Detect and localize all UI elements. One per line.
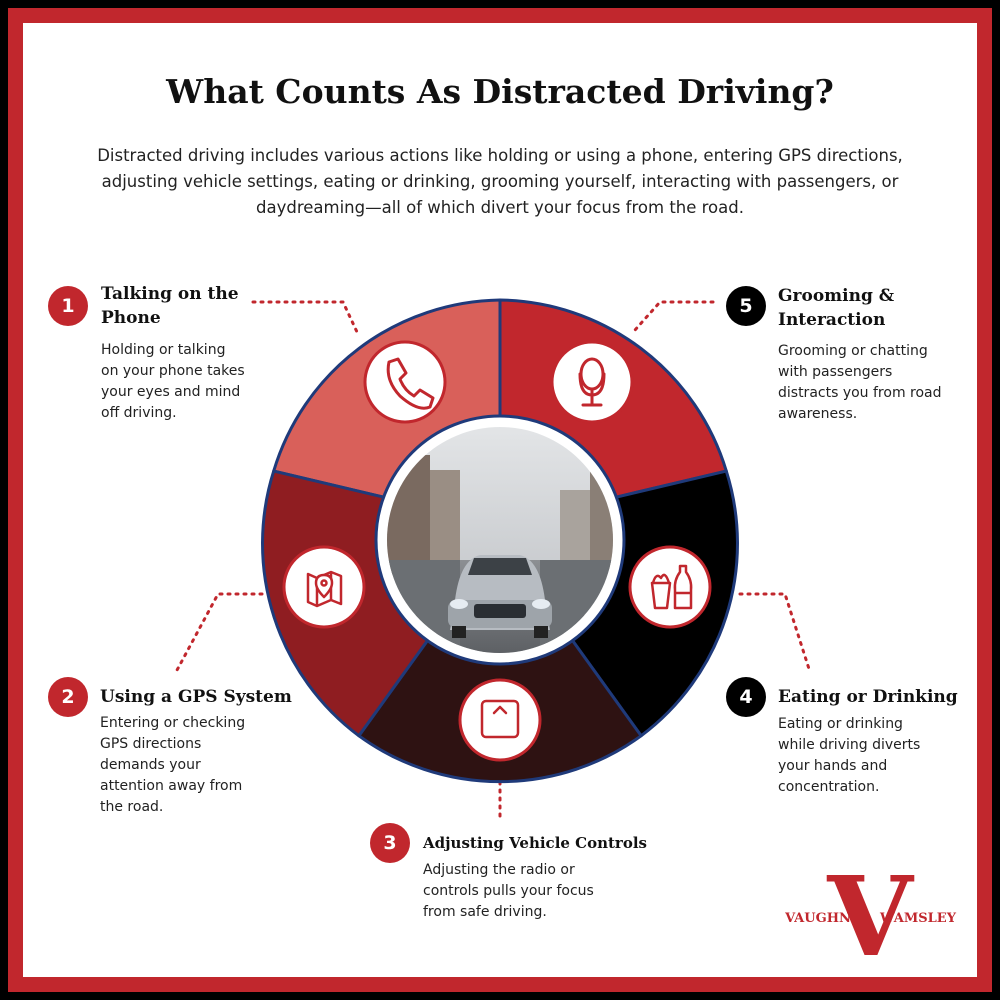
icon-phone-badge	[363, 340, 447, 424]
item-3-title-line: Adjusting Vehicle Controls	[423, 834, 647, 852]
item-4-desc-line: Eating or drinking	[778, 716, 903, 732]
item-3-desc: Adjusting the radio or controls pulls yo…	[423, 860, 643, 923]
mirror-icon	[578, 357, 606, 407]
item-3-number: 3	[370, 823, 410, 863]
map-pin-icon	[306, 570, 343, 608]
item-5-title-line: Grooming &	[778, 286, 895, 306]
item-5-title: Grooming & Interaction	[778, 284, 958, 332]
item-4-desc-line: concentration.	[778, 779, 880, 795]
item-2-desc-line: GPS directions	[100, 736, 202, 752]
item-3-desc-line: from safe driving.	[423, 904, 547, 920]
vaughn-wamsley-logo: V VAUGHN WAMSLEY	[784, 852, 957, 981]
item-4-number: 4	[726, 677, 766, 717]
item-5-desc-line: distracts you from road	[778, 385, 942, 401]
item-3-desc-line: Adjusting the radio or	[423, 862, 575, 878]
item-4-desc-line: while driving diverts	[778, 737, 921, 753]
item-1-desc-line: your eyes and mind	[101, 384, 241, 400]
item-1-desc-line: on your phone takes	[101, 363, 245, 379]
item-2-desc-line: demands your	[100, 757, 201, 773]
food-drink-icon	[650, 564, 693, 610]
connector-gps	[174, 592, 264, 674]
item-2-desc-line: Entering or checking	[100, 715, 246, 731]
icon-mirror-badge	[550, 340, 634, 424]
icon-map-badge	[282, 545, 366, 629]
item-5-number: 5	[726, 286, 766, 326]
item-5-title-line: Interaction	[778, 310, 886, 330]
connector-eating	[738, 592, 812, 674]
item-1-desc-line: Holding or talking	[101, 342, 226, 358]
item-2-title: Using a GPS System	[100, 685, 300, 709]
item-1-desc-line: off driving.	[101, 405, 177, 421]
logo-right-word: WAMSLEY	[879, 911, 957, 926]
item-5-desc: Grooming or chatting with passengers dis…	[778, 341, 963, 425]
car-icon	[448, 555, 552, 638]
intro-paragraph: Distracted driving includes various acti…	[97, 146, 903, 217]
control-panel-icon	[480, 699, 520, 739]
phone-icon	[386, 357, 435, 410]
item-5-desc-line: with passengers	[778, 364, 893, 380]
item-1-desc: Holding or talking on your phone takes y…	[101, 340, 271, 424]
car-photo	[374, 414, 626, 666]
connector-grooming	[633, 300, 715, 332]
connector-phone	[251, 300, 359, 334]
item-5-desc-line: Grooming or chatting	[778, 343, 928, 359]
icon-controls-badge	[458, 678, 542, 762]
logo-left-word: VAUGHN	[784, 911, 851, 926]
item-2-title-line: Using a GPS System	[100, 687, 292, 707]
item-2-desc-line: the road.	[100, 799, 164, 815]
item-2-desc: Entering or checking GPS directions dema…	[100, 713, 280, 818]
item-5-desc-line: awareness.	[778, 406, 858, 422]
item-3-desc-line: controls pulls your focus	[423, 883, 594, 899]
item-4-desc: Eating or drinking while driving diverts…	[778, 714, 963, 798]
page-title: What Counts As Distracted Driving?	[166, 72, 834, 111]
item-3-title: Adjusting Vehicle Controls	[423, 831, 663, 855]
item-4-desc-line: your hands and	[778, 758, 888, 774]
icon-food-badge	[628, 545, 712, 629]
item-4-title-line: Eating or Drinking	[778, 687, 958, 707]
item-2-desc-line: attention away from	[100, 778, 243, 794]
item-2-number: 2	[48, 677, 88, 717]
item-4-title: Eating or Drinking	[778, 685, 968, 709]
item-1-number: 1	[48, 286, 88, 326]
logo-letter: V	[826, 852, 914, 981]
item-1-title-line: Phone	[101, 308, 161, 328]
item-1-title-line: Talking on the	[101, 284, 239, 304]
item-1-title: Talking on the Phone	[101, 282, 271, 330]
connector-lines	[174, 300, 812, 822]
